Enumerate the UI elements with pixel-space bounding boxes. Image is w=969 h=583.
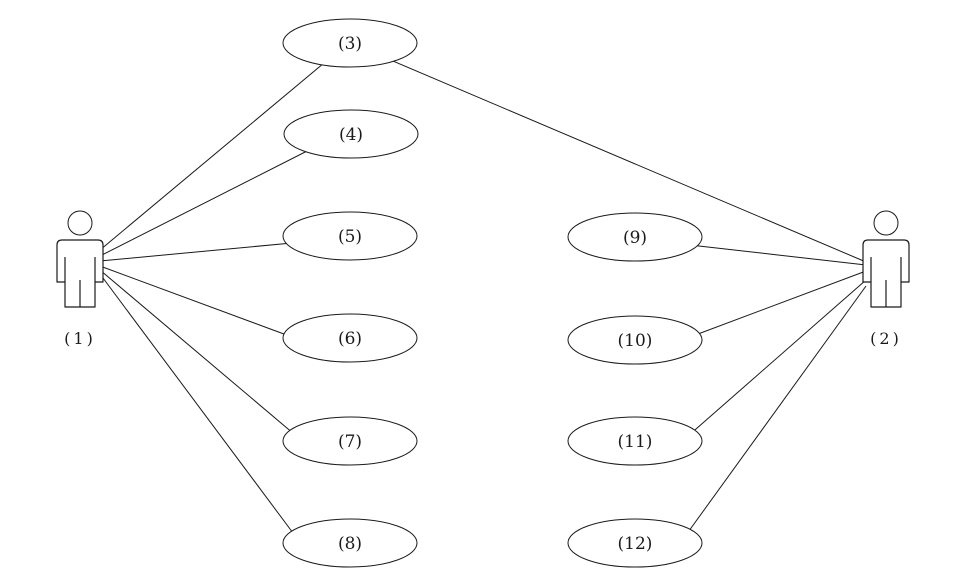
usecase-label-8: (8): [338, 534, 362, 554]
association-edge-actor2-12: [685, 285, 867, 536]
usecase-node-6: [282, 313, 418, 363]
usecase-node-7: [282, 416, 418, 466]
association-edge-actor2-9: [689, 244, 867, 266]
usecase-node-4: [283, 109, 419, 159]
usecase-label-4: (4): [339, 125, 363, 145]
actor2-label: (2): [870, 329, 902, 348]
usecase-node-11: [567, 416, 703, 466]
association-edge-actor1-5: [99, 242, 293, 262]
actor2-limb-lines: [870, 257, 902, 307]
association-edge-actor1-3: [99, 57, 331, 251]
usecase-node-12: [567, 518, 703, 568]
usecase-label-10: (10): [618, 331, 653, 351]
association-edge-actor1-6: [99, 265, 293, 338]
actor1-label: (1): [64, 329, 96, 348]
usecase-node-10: [567, 315, 703, 365]
association-edge-actor1-7: [99, 269, 295, 435]
association-edge-actor1-8: [99, 273, 297, 538]
association-edge-actor1-4: [99, 146, 316, 257]
actor1-limb-lines: [64, 257, 96, 307]
association-edge-actor2-3: [380, 55, 867, 263]
association-edge-actor2-11: [687, 279, 867, 437]
actor2-body: [862, 239, 910, 308]
usecase-label-6: (6): [338, 329, 362, 349]
usecase-node-3: [282, 18, 418, 68]
usecase-label-12: (12): [618, 534, 653, 554]
actor1-head: [67, 210, 93, 236]
usecase-label-9: (9): [623, 228, 647, 248]
usecase-node-5: [282, 211, 418, 261]
association-edge-actor2-10: [689, 270, 867, 338]
actor2-head: [873, 210, 899, 236]
usecase-label-7: (7): [338, 432, 362, 452]
usecase-label-11: (11): [618, 432, 653, 452]
actor1-body: [56, 239, 104, 308]
usecase-label-3: (3): [338, 34, 362, 54]
usecase-label-5: (5): [338, 227, 362, 247]
usecase-node-9: [567, 212, 703, 262]
usecase-node-8: [282, 518, 418, 568]
